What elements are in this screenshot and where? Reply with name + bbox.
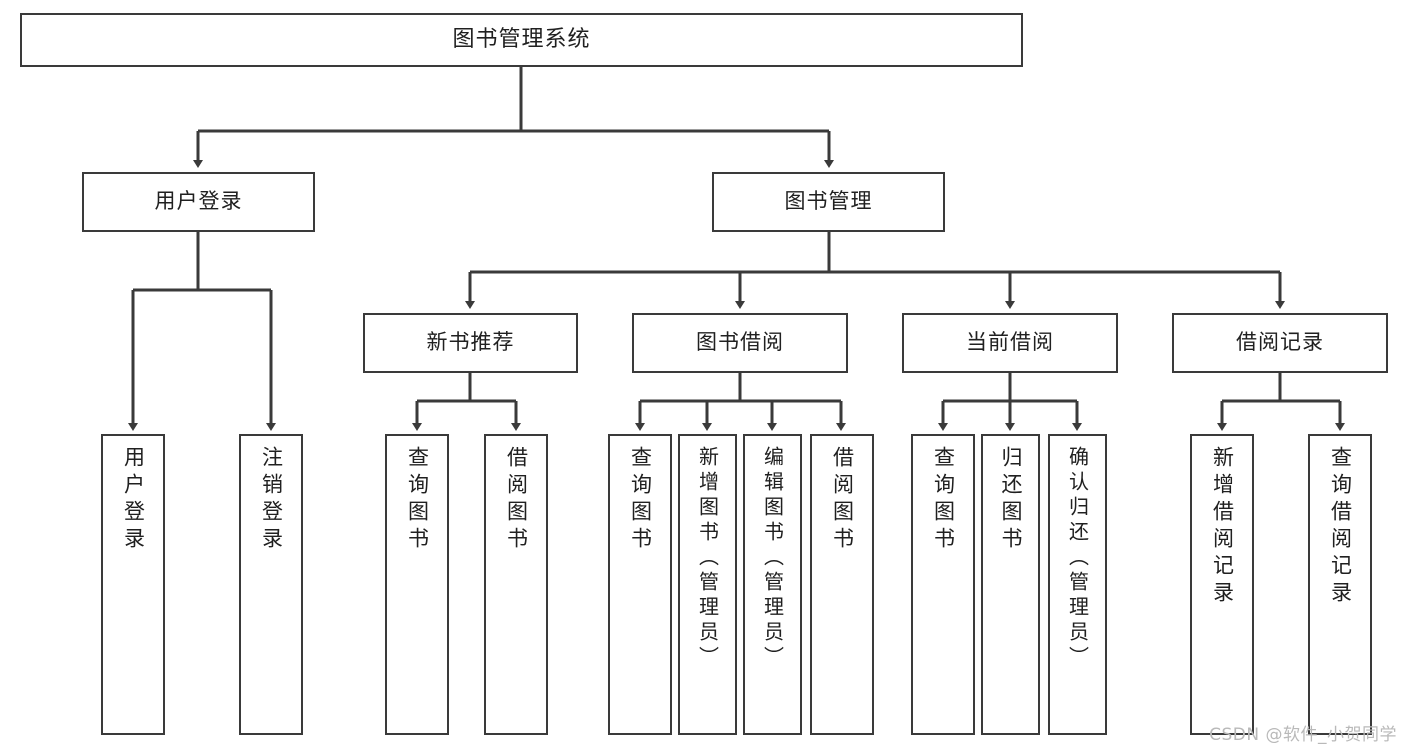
leaf-label: 确认归还（管理员）	[1065, 446, 1090, 671]
leaf-current-borrow-query[interactable]: 查询图书	[911, 434, 975, 735]
node-book-borrow[interactable]: 图书借阅	[632, 313, 848, 373]
node-new-book-recommend[interactable]: 新书推荐	[363, 313, 578, 373]
node-label: 当前借阅	[966, 330, 1054, 355]
node-label: 图书管理系统	[452, 26, 591, 52]
leaf-book-borrow-borrow[interactable]: 借阅图书	[810, 434, 874, 735]
node-label: 新书推荐	[426, 330, 515, 355]
node-label: 借阅记录	[1236, 330, 1324, 355]
leaf-label: 查询图书	[628, 446, 653, 554]
leaf-label: 新增借阅记录	[1210, 446, 1235, 608]
leaf-user-login-login[interactable]: 用户登录	[101, 434, 165, 735]
leaf-label: 查询借阅记录	[1328, 446, 1353, 608]
leaf-borrow-record-add[interactable]: 新增借阅记录	[1190, 434, 1254, 735]
node-root-system[interactable]: 图书管理系统	[20, 13, 1023, 67]
leaf-current-borrow-return[interactable]: 归还图书	[981, 434, 1040, 735]
node-current-borrow[interactable]: 当前借阅	[902, 313, 1118, 373]
leaf-label: 编辑图书（管理员）	[760, 446, 785, 671]
leaf-borrow-record-query[interactable]: 查询借阅记录	[1308, 434, 1372, 735]
leaf-label: 用户登录	[121, 446, 146, 554]
leaf-label: 借阅图书	[830, 446, 855, 554]
node-label: 用户登录	[154, 189, 243, 214]
leaf-label: 注销登录	[259, 446, 284, 554]
leaf-book-borrow-add[interactable]: 新增图书（管理员）	[678, 434, 737, 735]
leaf-label: 新增图书（管理员）	[695, 446, 720, 671]
leaf-label: 查询图书	[931, 446, 956, 554]
leaf-label: 归还图书	[999, 446, 1023, 554]
node-label: 图书借阅	[696, 330, 784, 355]
leaf-book-borrow-query[interactable]: 查询图书	[608, 434, 672, 735]
leaf-label: 查询图书	[405, 446, 430, 554]
leaf-new-book-borrow[interactable]: 借阅图书	[484, 434, 548, 735]
node-label: 图书管理	[784, 189, 873, 214]
node-book-management[interactable]: 图书管理	[712, 172, 945, 232]
node-borrow-record[interactable]: 借阅记录	[1172, 313, 1388, 373]
leaf-user-login-logout[interactable]: 注销登录	[239, 434, 303, 735]
leaf-book-borrow-edit[interactable]: 编辑图书（管理员）	[743, 434, 802, 735]
node-user-login[interactable]: 用户登录	[82, 172, 315, 232]
leaf-label: 借阅图书	[504, 446, 529, 554]
leaf-current-borrow-confirm[interactable]: 确认归还（管理员）	[1048, 434, 1107, 735]
leaf-new-book-query[interactable]: 查询图书	[385, 434, 449, 735]
